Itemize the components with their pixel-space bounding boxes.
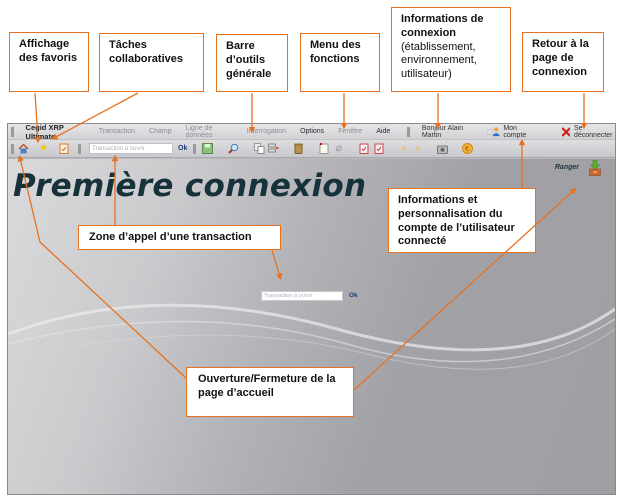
save-icon[interactable] [202,143,214,154]
callout-zone-text: Zone d’appel d’une transaction [89,231,252,243]
callout-barre: Barre d’outils générale [216,34,288,92]
menu-interrogation[interactable]: Interrogation [246,128,287,135]
transaction-ok-button[interactable]: Ok [178,145,188,152]
callout-retour-text: Retour à la page de connexion [532,38,589,78]
toolbar: ★ Transaction à ouvrir Ok ⌀ « » € [8,140,615,158]
trash-icon[interactable] [293,143,304,154]
callout-compte: Informations et personnalisation du comp… [388,188,536,253]
next-icon[interactable]: » [415,143,421,153]
camera-icon[interactable] [437,143,449,154]
callout-infos-bold: Informations de connexion [401,13,484,39]
account-button[interactable]: Mon compte [486,124,536,139]
menu-bar: Cegid XRP Ultimate Transaction Champ Lig… [8,123,615,141]
attachment-icon[interactable]: ⌀ [335,142,343,154]
callout-infos: Informations de connexion (établissement… [391,7,511,92]
task-validate-icon[interactable] [373,143,384,154]
menubar-grip[interactable] [11,126,14,137]
currency-icon[interactable]: € [462,143,474,154]
menu-fenetre[interactable]: Fenêtre [338,128,363,135]
task-icon[interactable] [358,143,369,154]
toolbar-separator-2 [193,143,197,154]
transaction-input[interactable]: Transaction à ouvrir [89,143,173,154]
copy-icon[interactable] [254,143,265,154]
favorites-star-icon[interactable]: ★ [38,142,49,154]
callout-accueil-text: Ouverture/Fermeture de la page d’accueil [198,373,336,399]
callout-zone: Zone d’appel d’une transaction [78,225,281,250]
callout-compte-text: Informations et personnalisation du comp… [398,194,515,248]
logout-label: Se déconnecter [573,124,613,139]
menu-aide[interactable]: Aide [376,128,391,135]
new-document-icon[interactable] [318,143,329,154]
callout-retour: Retour à la page de connexion [522,32,604,92]
logout-x-icon [561,127,570,136]
user-account-icon [486,127,500,137]
svg-text:€: € [465,145,469,153]
search-icon[interactable] [228,143,239,154]
app-window: Cegid XRP Ultimate Transaction Champ Lig… [7,123,616,495]
toolbar-separator [78,143,81,154]
greeting-text: Bonjour Alain Martin [421,124,464,139]
center-transaction-input[interactable]: Transaction à ouvrir [261,291,343,301]
callout-menu-text: Menu des fonctions [310,39,361,65]
app-name: Cegid XRP Ultimate [25,123,64,141]
previous-icon[interactable]: « [401,143,407,153]
account-label: Mon compte [503,124,527,139]
toolbar-grip[interactable] [11,143,14,154]
page-title: Première connexion [13,168,367,204]
menu-transaction[interactable]: Transaction [98,128,136,135]
menu-options[interactable]: Options [300,128,325,135]
callout-taches: Tâches collaboratives [99,33,204,92]
ranger-drawer-icon[interactable] [589,160,601,176]
callout-favoris-text: Affichage des favoris [19,38,78,64]
ranger-label[interactable]: Ranger [554,164,579,171]
collaborative-tasks-icon[interactable] [58,143,69,154]
callout-barre-text: Barre d’outils générale [226,40,272,80]
callout-menu: Menu des fonctions [300,33,380,92]
callout-favoris: Affichage des favoris [9,32,89,92]
menu-champ[interactable]: Champ [149,128,172,135]
center-ok-button[interactable]: Ok [349,292,358,299]
home-icon[interactable] [18,143,29,154]
menu-ligne-donnees[interactable]: Ligne de données [185,124,213,139]
callout-taches-text: Tâches collaboratives [109,39,183,65]
menubar-separator [407,126,410,137]
logout-button[interactable]: Se déconnecter [561,124,615,139]
paste-lines-icon[interactable] [268,143,279,154]
callout-accueil: Ouverture/Fermeture de la page d’accueil [186,367,354,417]
callout-infos-normal: (établissement, environnement, utilisate… [401,40,477,81]
